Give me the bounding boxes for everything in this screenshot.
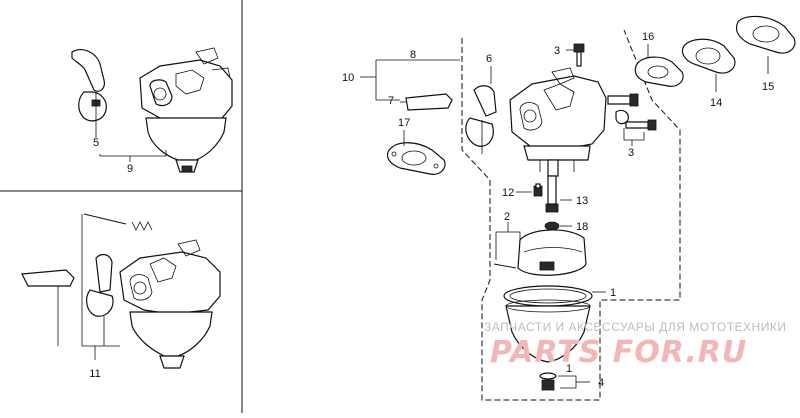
watermark-brand: PARTS FOR.RU	[490, 335, 747, 370]
callout-18: 18	[576, 221, 588, 233]
gasket-16	[634, 56, 684, 87]
callout-1-washer: 1	[566, 363, 572, 375]
callout-13: 13	[576, 195, 588, 207]
callout-3-right: 3	[628, 147, 634, 159]
callout-9: 9	[127, 163, 133, 175]
gasket-15	[735, 15, 796, 54]
callout-14: 14	[710, 97, 722, 109]
screw-3-top	[573, 43, 585, 67]
callout-1-bowl: 1	[610, 287, 616, 299]
callout-4: 4	[598, 377, 604, 389]
callout-12: 12	[502, 187, 514, 199]
callout-11: 11	[89, 368, 100, 380]
assembly-boundary	[461, 29, 681, 401]
watermark-caption: ЗАПЧАСТИ И АКСЕССУАРЫ ДЛЯ МОТОТЕХНИКИ	[484, 320, 786, 334]
callout-17: 17	[398, 117, 410, 129]
part-12-jet	[533, 183, 543, 197]
screws-3-right	[607, 93, 657, 131]
gasket-17	[386, 142, 446, 175]
carburetor-assembly-bottom-left	[21, 213, 221, 369]
carburetor-assembly-top-left	[71, 47, 233, 173]
float-bowl-1	[503, 285, 593, 363]
drain-bolt-4	[539, 372, 557, 391]
part-7-bracket	[405, 93, 453, 111]
callout-8: 8	[410, 49, 416, 61]
part-6-choke-lever	[465, 85, 497, 154]
part-18-washer	[544, 221, 560, 231]
callout-7: 7	[388, 95, 394, 107]
callout-15: 15	[762, 81, 774, 93]
callout-5: 5	[93, 137, 99, 149]
callout-10: 10	[342, 72, 354, 84]
spacer-14	[681, 38, 736, 74]
callout-6: 6	[486, 53, 492, 65]
main-carburetor-body	[509, 67, 607, 177]
float-2	[493, 229, 587, 276]
callout-16: 16	[642, 31, 654, 43]
callout-3-top: 3	[554, 45, 560, 57]
callout-2: 2	[504, 211, 510, 223]
part-13-needle	[545, 175, 559, 213]
